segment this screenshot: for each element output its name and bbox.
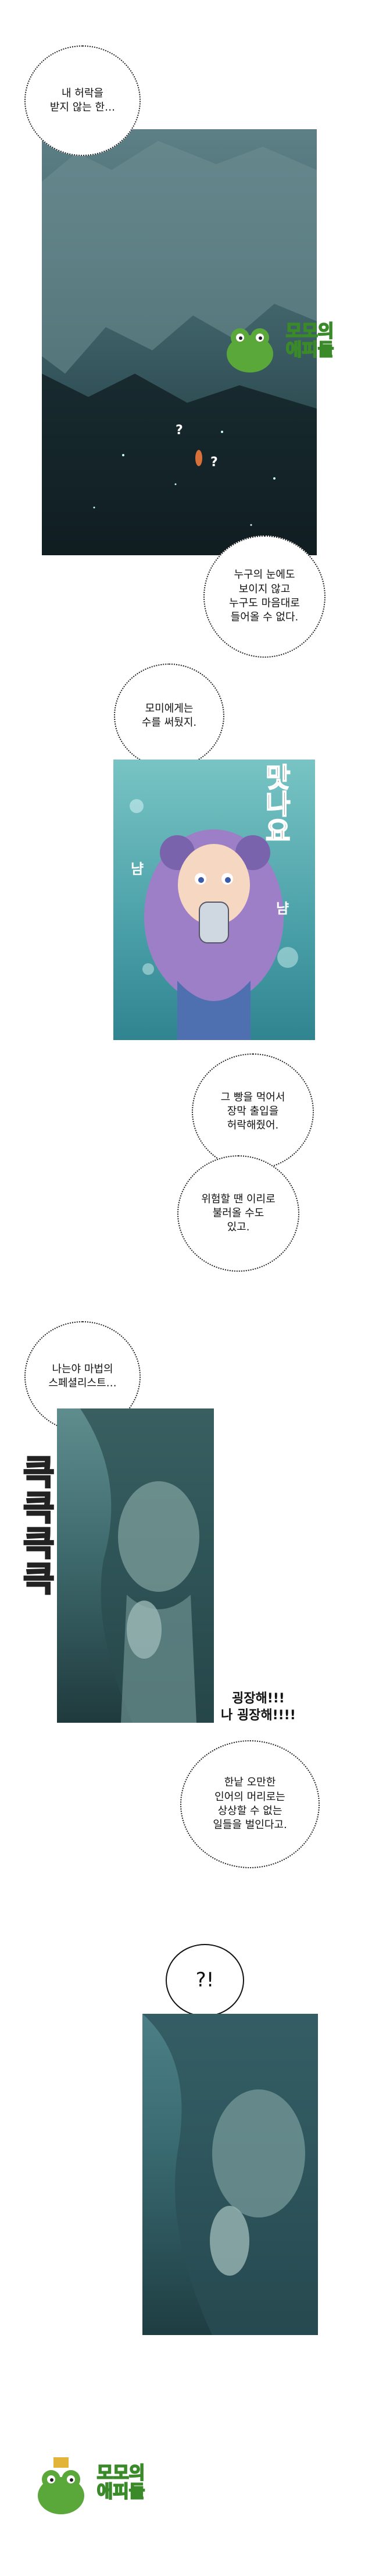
logo-text-line1: 모모의 bbox=[285, 321, 335, 342]
speech-bubble-2: 누구의 눈에도 보이지 않고 누구도 마음대로 들어올 수 없다. bbox=[203, 535, 326, 658]
logo-text-line2: 애피들 bbox=[285, 339, 335, 360]
sfx-amazing: 굉장해!!! 나 굉장해!!!! bbox=[221, 1691, 296, 1723]
cliff-art bbox=[42, 141, 317, 555]
sfx-tasty: 맛나요 bbox=[265, 762, 291, 847]
frog-mascot-icon bbox=[38, 2457, 84, 2514]
panel-momi-eating: 맛나요 냠 냠 bbox=[113, 760, 315, 1040]
momi-art bbox=[130, 799, 298, 1040]
watermark-logo-top: 모모의 애피들 bbox=[218, 314, 346, 378]
sfx-chew-right: 냠 bbox=[276, 900, 289, 917]
figure-art bbox=[80, 1408, 214, 1723]
panel-surprised-figure bbox=[142, 2014, 318, 2335]
sfx-chew-left: 냠 bbox=[131, 861, 144, 877]
logo-text-line2: 애피들 bbox=[96, 2481, 146, 2502]
speech-bubble-4: 그 빵을 먹어서 장막 출입을 허락해줬어. bbox=[192, 1053, 314, 1170]
panel-underwater-cliff: ? ? bbox=[42, 129, 317, 555]
speech-bubble-5: 위험할 땐 이리로 불러올 수도 있고. bbox=[177, 1155, 299, 1272]
question-mark-left: ? bbox=[176, 423, 183, 438]
figure2-art bbox=[142, 2014, 318, 2335]
sfx-chuckle: 큭큭큭큭 bbox=[23, 1453, 55, 1599]
panel-chuckling-figure bbox=[57, 1408, 214, 1723]
frog-mascot-icon bbox=[227, 328, 273, 372]
speech-bubble-7: 한낱 오만한 인어의 머리로는 상상할 수 없는 일들을 벌인다고. bbox=[180, 1740, 320, 1868]
watermark-logo-bottom: 모모의 애피들 bbox=[29, 2456, 157, 2520]
logo-text-line1: 모모의 bbox=[96, 2463, 146, 2483]
question-mark-right: ? bbox=[210, 455, 218, 470]
speech-bubble-surprise: ?! bbox=[166, 1944, 244, 2017]
speech-bubble-3: 모미에게는 수를 써뒀지. bbox=[114, 663, 224, 768]
speech-bubble-1: 내 허락을 받지 않는 한… bbox=[24, 45, 141, 156]
